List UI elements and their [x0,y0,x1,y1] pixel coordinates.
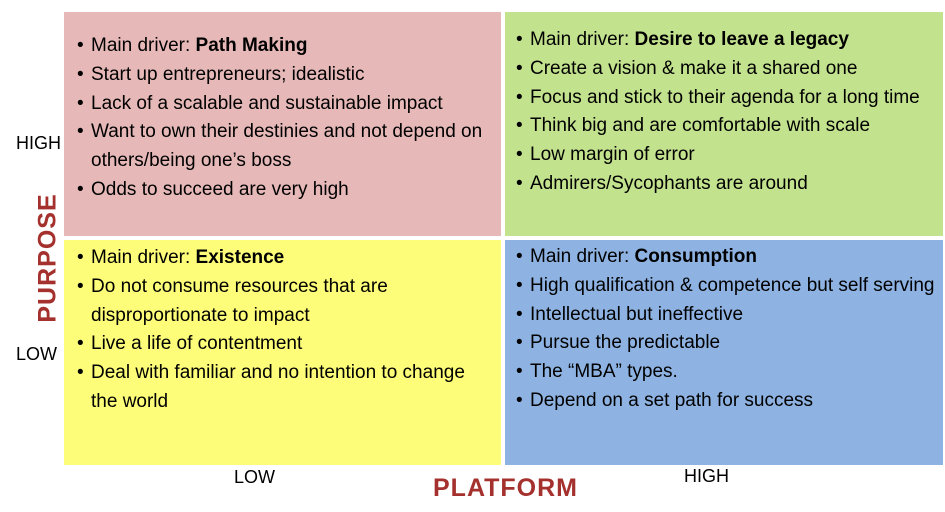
list-item: • Deal with familiar and no intention to … [77,359,495,417]
list-item-text: High qualification & competence but self… [530,274,935,296]
bullet-icon: • [516,361,523,383]
driver-name: Path Making [195,35,308,56]
list-item: • High qualification & competence but sel… [516,272,935,301]
list-item: • Depend on a set path for success [516,387,935,416]
quadrant-low-purpose-low-platform: • Main driver: Existence • Do not consume … [64,238,503,465]
list-item: • Pursue the predictable [516,329,935,358]
list-item: • Low margin of error [516,141,935,170]
list-item-text: Start up entrepreneurs; idealistic [91,63,365,85]
driver-prefix: Main driver: [91,35,196,56]
list-item: • Create a vision & make it a shared one [516,55,935,84]
driver-prefix: Main driver: [91,247,196,268]
y-axis-title: PURPOSE [33,193,62,323]
x-axis-high-label: HIGH [684,466,729,486]
y-axis-high-label: HIGH [16,133,61,153]
bullet-icon: • [77,63,84,85]
list-item-text: Create a vision & make it a shared one [530,57,858,79]
driver-prefix: Main driver: [530,246,635,267]
quadrant-low-purpose-high-platform: • Main driver: Consumption • High qualific… [503,238,943,465]
quadrant-high-purpose-high-platform: • Main driver: Desire to leave a legacy •… [503,12,943,238]
driver-item: • Main driver: Path Making [77,32,495,61]
list-item-text: Pursue the predictable [530,332,721,354]
list-item: • Live a life of contentment [77,330,495,359]
list-item: • Want to own their destinies and not dep… [77,118,495,176]
bullet-icon: • [77,275,84,297]
list-item-text: Depend on a set path for success [530,389,814,411]
list-item-text: Do not consume resources that are dispro… [91,275,388,326]
list-item: • The “MBA” types. [516,358,935,387]
x-axis-title: PLATFORM [433,474,579,502]
driver-item: • Main driver: Existence [77,244,495,273]
bullet-icon: • [516,303,523,325]
bullet-icon: • [516,144,523,166]
bullet-icon: • [516,29,523,50]
bullet-icon: • [77,35,84,56]
driver-item: • Main driver: Desire to leave a legacy [516,26,935,55]
driver-item: • Main driver: Consumption [516,243,935,272]
list-item-text: Live a life of contentment [91,333,303,355]
list-item-text: Lack of a scalable and sustainable impac… [91,92,443,114]
list-item-text: Want to own their destinies and not depe… [91,121,483,172]
list-item: • Focus and stick to their agenda for a … [516,84,935,113]
bullet-icon: • [516,246,523,267]
bullet-icon: • [516,86,523,108]
list-item: • Start up entrepreneurs; idealistic [77,61,495,90]
driver-name: Desire to leave a legacy [634,29,849,50]
list-item: • Admirers/Sycophants are around [516,170,935,199]
driver-name: Consumption [634,246,757,267]
list-item: • Think big and are comfortable with scal… [516,112,935,141]
list-item-text: Admirers/Sycophants are around [530,172,808,194]
list-item: • Odds to succeed are very high [77,176,495,205]
driver-prefix: Main driver: [530,29,635,50]
bullet-icon: • [516,172,523,194]
list-item-text: Think big and are comfortable with scale [530,115,871,137]
list-item-text: Low margin of error [530,144,695,166]
bullet-icon: • [77,333,84,355]
list-item-text: Focus and stick to their agenda for a lo… [530,86,920,108]
quadrant-bullet-list: • Main driver: Existence • Do not consume … [77,244,495,417]
bullet-icon: • [77,92,84,114]
horizontal-divider [64,236,943,240]
list-item: • Intellectual but ineffective [516,301,935,330]
quadrant-bullet-list: • Main driver: Path Making • Start up entr… [77,32,495,205]
bullet-icon: • [516,389,523,411]
bullet-icon: • [516,57,523,79]
driver-name: Existence [195,247,285,268]
bullet-icon: • [77,247,84,268]
list-item-text: Deal with familiar and no intention to c… [91,362,465,412]
list-item-text: The “MBA” types. [530,361,678,383]
list-item: • Do not consume resources that are dispr… [77,273,495,331]
list-item: • Lack of a scalable and sustainable imp… [77,90,495,119]
bullet-icon: • [516,274,523,296]
bullet-icon: • [516,332,523,354]
bullet-icon: • [77,362,84,384]
y-axis-low-label: LOW [16,344,58,364]
bullet-icon: • [77,178,84,200]
bullet-icon: • [516,115,523,137]
quadrant-high-purpose-low-platform: • Main driver: Path Making • Start up entr… [64,12,503,238]
quadrant-bullet-list: • Main driver: Desire to leave a legacy •… [516,26,935,199]
quadrant-bullet-list: • Main driver: Consumption • High qualific… [516,243,935,416]
list-item-text: Odds to succeed are very high [91,178,349,200]
list-item-text: Intellectual but ineffective [530,303,744,325]
bullet-icon: • [77,121,84,143]
x-axis-low-label: LOW [234,467,276,487]
